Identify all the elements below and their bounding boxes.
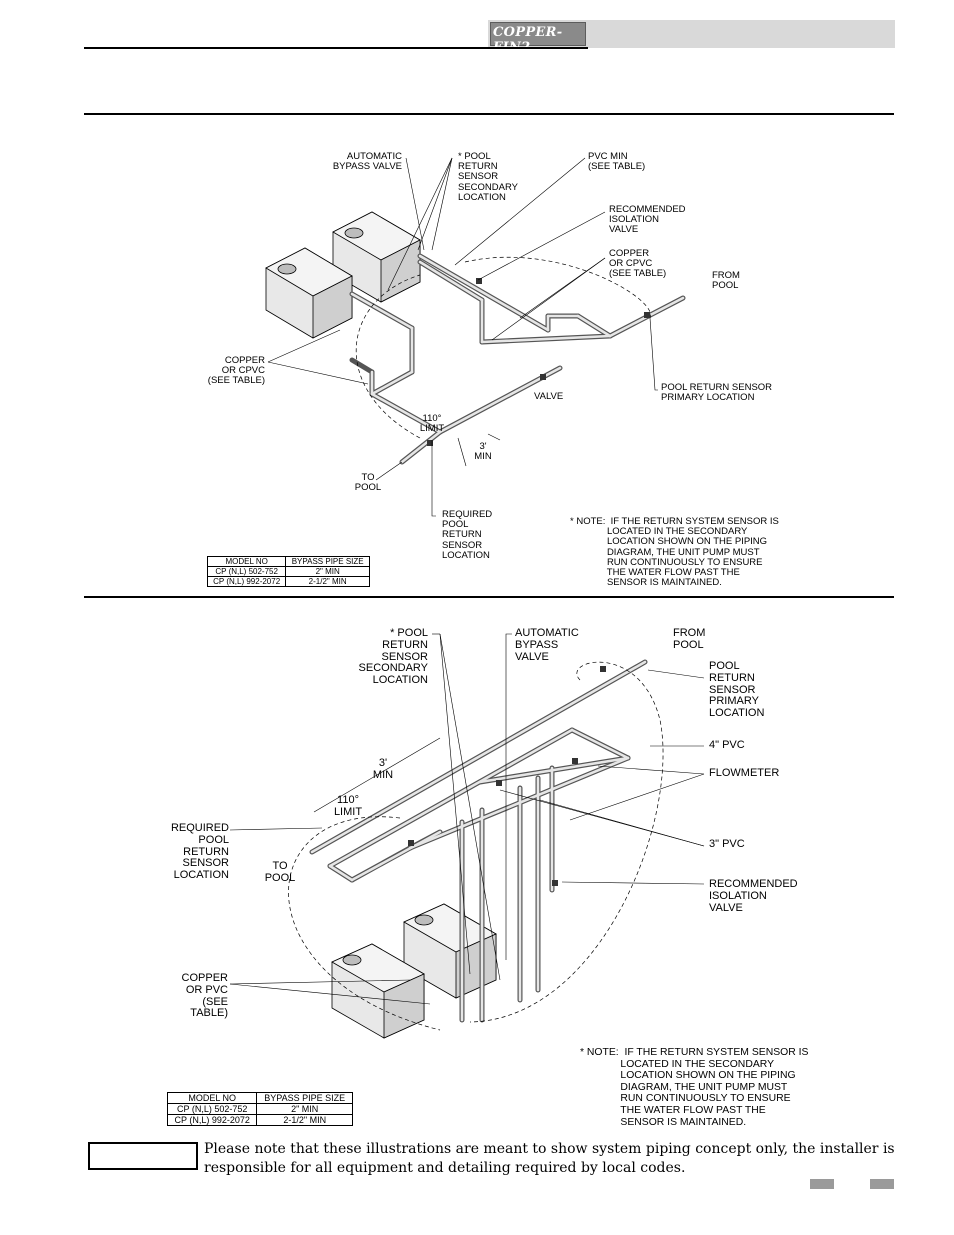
label-3-min: 3' MIN (372, 757, 394, 781)
bypass-table-1: MODEL NO BYPASS PIPE SIZE CP (N,L) 502-7… (206, 556, 370, 587)
footer-tab-left (810, 1179, 834, 1189)
label-pvc-min: PVC MIN (SEE TABLE) (588, 151, 646, 173)
label-automatic-bypass-valve: AUTOMATIC BYPASS VALVE (515, 627, 579, 663)
label-valve: VALVE (534, 391, 564, 402)
label-copper-or-cpvc-right: COPPER OR CPVC (SEE TABLE) (609, 248, 667, 280)
header-rule (84, 47, 588, 49)
label-copper-or-cpvc-left: COPPER OR CPVC (SEE TABLE) (207, 355, 265, 387)
table-header-row: MODEL NO BYPASS PIPE SIZE (206, 556, 370, 567)
label-from-pool: FROM POOL (673, 627, 706, 651)
table-cell: 2" MIN (285, 566, 370, 577)
table-cell: 2-1/2" MIN (285, 576, 370, 587)
label-110-limit: 110° LIMIT (419, 413, 445, 435)
table-cell: CP (N,L) 992-2072 (206, 576, 287, 587)
table-header-cell: BYPASS PIPE SIZE (256, 1092, 353, 1104)
boiler-unit-2 (265, 247, 353, 339)
table-cell: CP (N,L) 992-2072 (166, 1114, 258, 1126)
label-pool-return-sensor-secondary: * POOL RETURN SENSOR SECONDARY LOCATION (358, 627, 428, 687)
label-to-pool: TO POOL (264, 860, 296, 884)
boiler-unit-1 (332, 211, 421, 303)
label-4-inch-pvc: 4" PVC (709, 739, 745, 751)
label-from-pool: FROM POOL (712, 270, 740, 292)
table-row: CP (N,L) 992-2072 2-1/2" MIN (166, 1114, 353, 1126)
section-rule-middle (84, 596, 894, 598)
label-recommended-isolation-valve: RECOMMENDED ISOLATION VALVE (709, 878, 798, 914)
bypass-table-2: MODEL NO BYPASS PIPE SIZE CP (N,L) 502-7… (166, 1092, 353, 1126)
label-110-limit: 110° LIMIT (333, 794, 363, 818)
note-callout-box (88, 1142, 198, 1170)
footer-tab-right (870, 1179, 894, 1189)
table-header-row: MODEL NO BYPASS PIPE SIZE (166, 1092, 353, 1104)
note-diagram-1: * NOTE: IF THE RETURN SYSTEM SENSOR IS L… (570, 516, 779, 589)
piping-diagram-2 (229, 633, 705, 1039)
table-row: CP (N,L) 502-752 2" MIN (166, 1103, 353, 1115)
disclaimer-text: Please note that these illustrations are… (204, 1141, 895, 1176)
table-row: CP (N,L) 502-752 2" MIN (206, 566, 370, 577)
label-pool-return-sensor-primary: POOL RETURN SENSOR PRIMARY LOCATION (661, 382, 773, 404)
label-flowmeter: FLOWMETER (709, 767, 780, 779)
boiler-unit-3 (403, 903, 497, 999)
table-header-cell: MODEL NO (206, 556, 287, 567)
label-pool-return-sensor-primary: POOL RETURN SENSOR PRIMARY LOCATION (709, 660, 765, 720)
label-pool-return-sensor-secondary: * POOL RETURN SENSOR SECONDARY LOCATION (458, 151, 519, 203)
table-header-cell: BYPASS PIPE SIZE (285, 556, 370, 567)
label-recommended-isolation-valve: RECOMMENDED ISOLATION VALVE (609, 204, 686, 236)
table-cell: CP (N,L) 502-752 (206, 566, 287, 577)
piping-diagram-1 (265, 157, 686, 517)
table-header-cell: MODEL NO (166, 1092, 258, 1104)
table-row: CP (N,L) 992-2072 2-1/2" MIN (206, 576, 370, 587)
section-rule-top (84, 113, 894, 115)
label-3-min: 3' MIN (474, 441, 492, 463)
label-to-pool: TO POOL (354, 472, 382, 494)
table-cell: 2" MIN (256, 1103, 353, 1115)
label-required-sensor-location: REQUIRED POOL RETURN SENSOR LOCATION (170, 822, 229, 882)
label-copper-or-pvc: COPPER OR PVC (SEE TABLE) (181, 972, 228, 1020)
note-diagram-2: * NOTE: IF THE RETURN SYSTEM SENSOR IS L… (580, 1047, 809, 1128)
label-3-inch-pvc: 3" PVC (709, 838, 745, 850)
table-cell: 2-1/2" MIN (256, 1114, 353, 1126)
table-cell: CP (N,L) 502-752 (166, 1103, 258, 1115)
label-automatic-bypass-valve: AUTOMATIC BYPASS VALVE (332, 151, 402, 173)
brand-logo: COPPER-FIN2 (490, 22, 586, 55)
label-required-sensor-location: REQUIRED POOL RETURN SENSOR LOCATION (442, 509, 493, 561)
